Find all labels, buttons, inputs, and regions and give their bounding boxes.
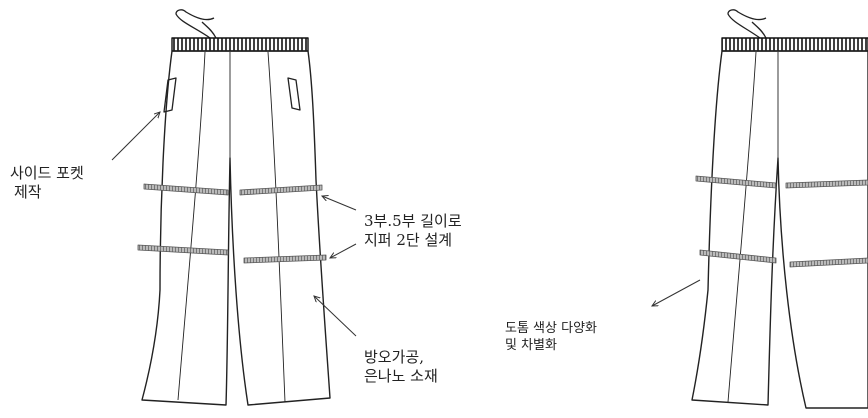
zipper-band-right-3 [699, 249, 777, 264]
zipper-band-right-4 [789, 257, 868, 268]
arrow-material [314, 296, 357, 337]
waistband-left [171, 37, 309, 52]
seam-right-1 [727, 51, 757, 403]
waistband-right [721, 37, 868, 52]
annotation-color: 도톰 색상 다양화 및 차별화 [505, 320, 597, 354]
zipper-band-left-3 [137, 244, 229, 256]
annotation-material: 방오가공, 은나노 소재 [364, 348, 438, 386]
right-pants-drawing [691, 9, 868, 409]
pants-outline-left [141, 50, 331, 406]
seam-left-1 [177, 51, 206, 401]
side-pocket-line1: 사이드 포켓 [10, 164, 84, 182]
pants-outline-right [691, 50, 868, 409]
left-pants-drawing [137, 9, 331, 406]
zipper-band-right-1 [695, 175, 777, 189]
zipper-line2: 지퍼 2단 설계 [364, 231, 453, 249]
side-pocket-line2: 제작 [14, 183, 42, 201]
color-line1: 도톰 색상 다양화 [505, 321, 597, 336]
zipper-band-left-4 [243, 254, 327, 264]
annotation-zipper: 3부.5부 길이로 지퍼 2단 설계 [364, 212, 462, 250]
zipper-band-right-2 [785, 179, 868, 189]
zipper-band-left-1 [143, 183, 229, 196]
zipper-line1: 3부.5부 길이로 [364, 212, 462, 230]
arrow-color [652, 279, 701, 306]
arrow-zipper-upper [322, 196, 357, 211]
material-line1: 방오가공, [364, 348, 424, 366]
drawstring-left [175, 9, 217, 39]
drawstring-right [727, 9, 767, 39]
color-line2: 및 차별화 [505, 338, 557, 353]
arrow-zipper-lower [330, 243, 357, 258]
annotation-arrows [111, 112, 701, 337]
zipper-band-left-2 [239, 184, 323, 196]
seam-left-2 [267, 51, 286, 403]
material-line2: 은나노 소재 [364, 367, 438, 385]
arrow-side-pocket [111, 112, 160, 161]
annotation-side-pocket: 사이드 포켓 제작 [10, 164, 84, 202]
pocket-left-2 [287, 77, 301, 111]
pocket-left-1 [163, 77, 177, 113]
